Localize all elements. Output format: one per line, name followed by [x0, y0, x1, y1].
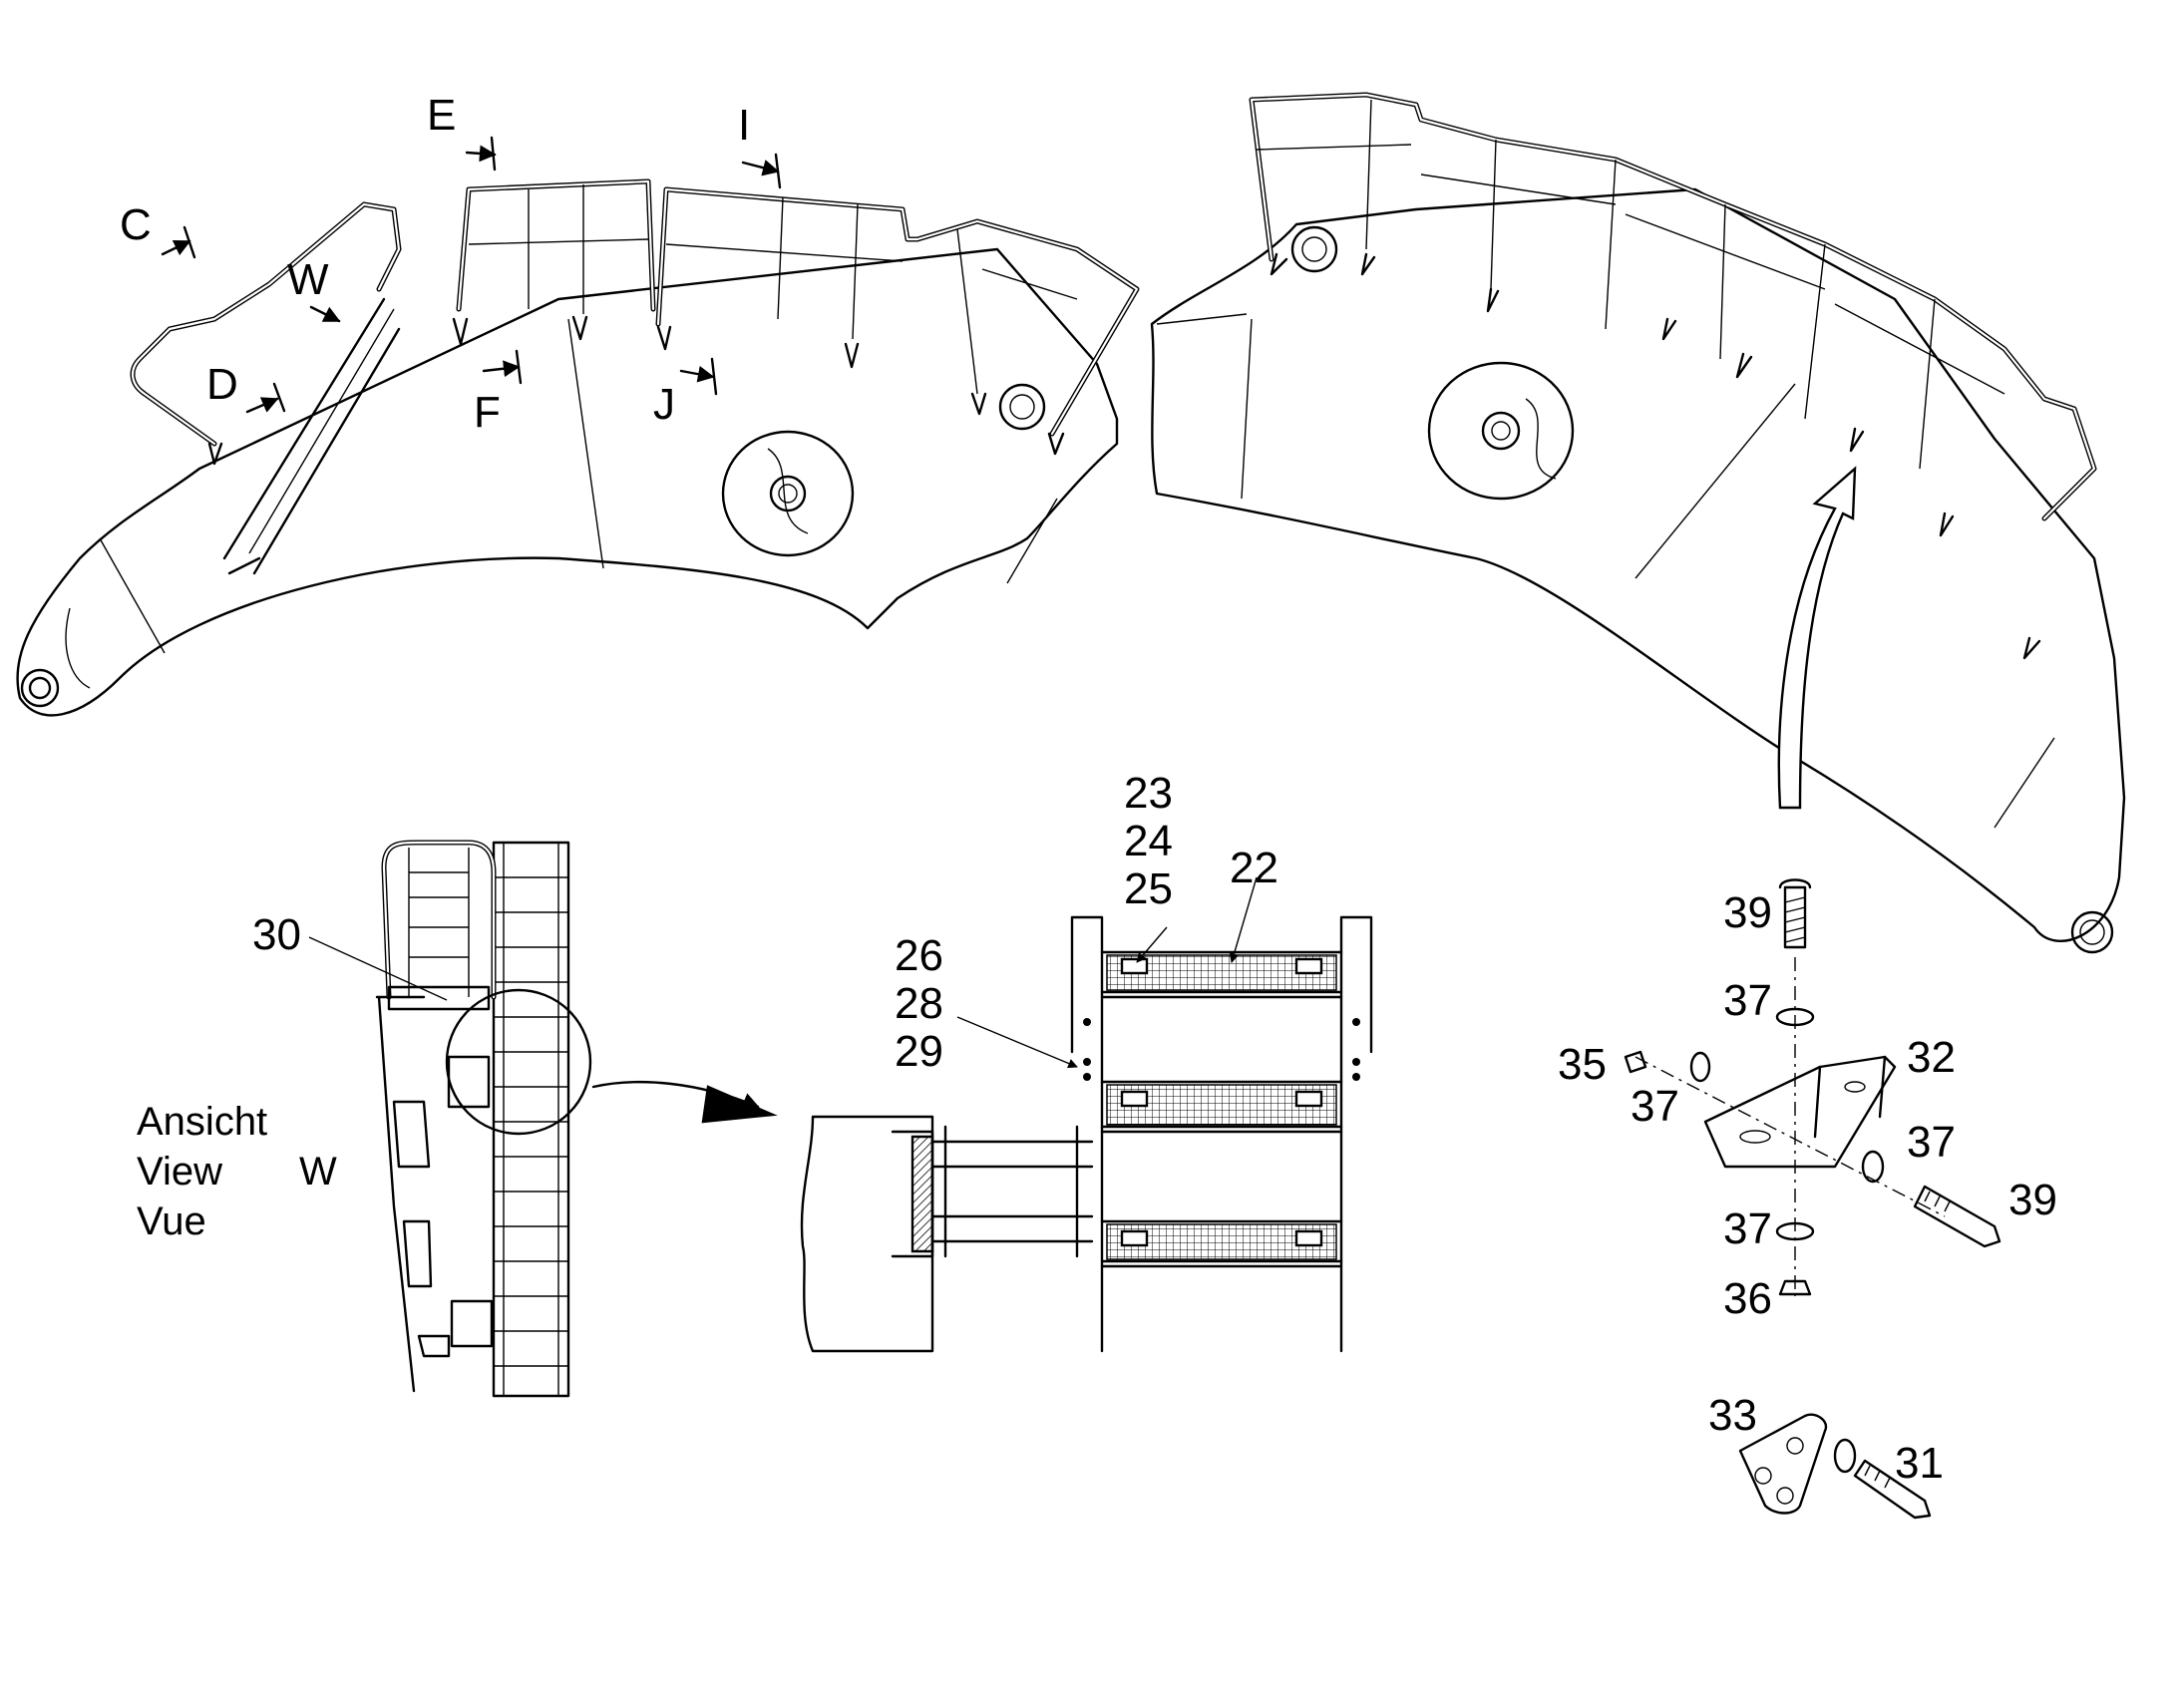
- part-number-30: 30: [252, 910, 301, 959]
- part-number-37-bottom: 37: [1723, 1204, 1772, 1253]
- part-number-23: 23: [1124, 769, 1173, 818]
- section-marker-e: E: [427, 91, 456, 140]
- part-number-37-left: 37: [1631, 1082, 1679, 1131]
- part-number-39-top: 39: [1723, 888, 1772, 937]
- part-number-33: 33: [1708, 1391, 1757, 1440]
- part-number-26: 26: [895, 931, 943, 980]
- view-caption-line3: Vue: [137, 1199, 206, 1243]
- stair-detail: [800, 915, 1373, 1353]
- part-number-31: 31: [1895, 1439, 1944, 1488]
- part-number-39-right: 39: [2008, 1176, 2057, 1224]
- section-marker-j: J: [653, 380, 675, 429]
- section-marker-c: C: [120, 200, 152, 249]
- part-number-37-top: 37: [1723, 976, 1772, 1025]
- view-w-detail: [375, 840, 778, 1398]
- part-number-32: 32: [1907, 1033, 1956, 1082]
- boom-left-section: [16, 178, 1140, 717]
- section-marker-f: F: [474, 388, 501, 437]
- section-markers-left: C W D E F I J: [120, 91, 782, 437]
- part-number-28: 28: [895, 979, 943, 1028]
- section-marker-w: W: [287, 255, 329, 304]
- boom-right-section: [1150, 92, 2126, 954]
- part-number-24: 24: [1124, 817, 1173, 865]
- view-caption-line1: Ansicht: [137, 1100, 267, 1144]
- view-caption: Ansicht View Vue W: [137, 1100, 337, 1243]
- part-number-35: 35: [1558, 1040, 1607, 1089]
- view-caption-letter: W: [299, 1150, 337, 1194]
- part-number-labels: 30 23 24 25 22 26 28 29 39 37 35 32 37 3…: [252, 769, 2057, 1488]
- part-number-36: 36: [1723, 1274, 1772, 1323]
- section-marker-i: I: [738, 101, 750, 150]
- bracket-hardware-exploded: [1624, 878, 2001, 1520]
- part-number-22: 22: [1230, 844, 1278, 892]
- part-number-29: 29: [895, 1027, 943, 1076]
- view-caption-line2: View: [137, 1150, 222, 1194]
- leader-lines: [308, 876, 1258, 1069]
- part-number-37-right: 37: [1907, 1118, 1956, 1167]
- section-marker-d: D: [206, 360, 238, 409]
- part-number-25: 25: [1124, 864, 1173, 913]
